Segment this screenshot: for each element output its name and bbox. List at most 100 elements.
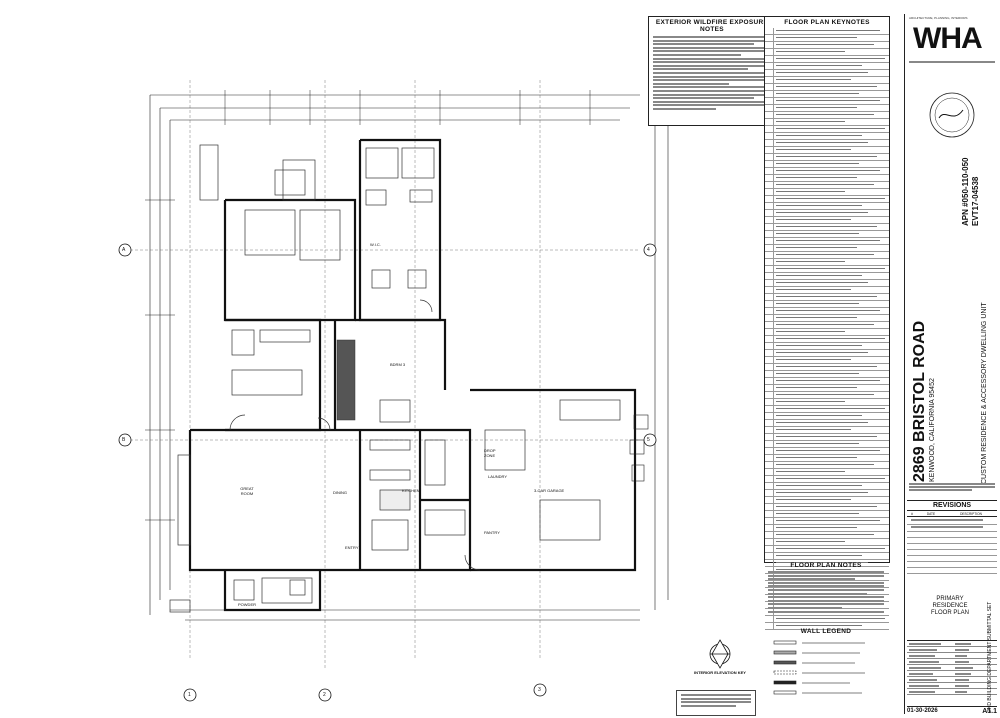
keynote-row xyxy=(765,196,889,203)
keynote-row xyxy=(765,469,889,476)
notes-text-lines xyxy=(649,36,775,110)
keynote-row xyxy=(765,462,889,469)
keynotes-table xyxy=(765,28,889,630)
keynote-row xyxy=(765,259,889,266)
keynote-row xyxy=(765,245,889,252)
revision-row xyxy=(907,550,997,557)
revision-row xyxy=(907,568,997,575)
sheet-footer: 01-30-2026 A1.1 xyxy=(907,706,997,715)
keynote-row xyxy=(765,539,889,546)
floor-plan-notes-title: FLOOR PLAN NOTES xyxy=(790,562,862,569)
sheet-title: PRIMARY RESIDENCE FLOOR PLAN xyxy=(913,596,987,617)
keynote-row xyxy=(765,126,889,133)
exterior-wildfire-notes-title: EXTERIOR WILDFIRE EXPOSURE NOTES xyxy=(655,19,769,33)
keynote-row xyxy=(765,427,889,434)
keynote-row xyxy=(765,455,889,462)
grid-bubble-label: A xyxy=(122,247,126,253)
floor-plan-keynotes-panel: FLOOR PLAN KEYNOTES xyxy=(764,16,890,630)
keynote-row xyxy=(765,280,889,287)
keynote-row xyxy=(765,140,889,147)
grid-bubble-label: 1 xyxy=(188,692,191,698)
keynote-row xyxy=(765,441,889,448)
grid-bubble-label: 3 xyxy=(538,687,541,693)
keynote-row xyxy=(765,525,889,532)
keynote-row xyxy=(765,315,889,322)
keynote-row xyxy=(765,371,889,378)
keynote-row xyxy=(765,210,889,217)
keynote-row xyxy=(765,189,889,196)
keynote-row xyxy=(765,84,889,91)
revision-row xyxy=(907,526,997,533)
keynote-row xyxy=(765,406,889,413)
architect-seal-icon xyxy=(929,92,975,138)
keynote-row xyxy=(765,616,889,623)
floor-plan-notes-panel: FLOOR PLAN NOTES xyxy=(764,560,888,626)
keynote-row xyxy=(765,350,889,357)
keynote-row xyxy=(765,56,889,63)
elevation-symbol-table xyxy=(676,690,756,716)
revision-row xyxy=(907,532,997,539)
keynote-row xyxy=(765,161,889,168)
room-label-great-room: GREAT ROOM xyxy=(240,486,254,496)
keynote-row xyxy=(765,490,889,497)
keynote-row xyxy=(765,301,889,308)
room-label-dining: DINING xyxy=(333,490,347,495)
project-address: 2869 BRISTOL ROAD xyxy=(911,320,928,482)
keynote-row xyxy=(765,420,889,427)
keynote-row xyxy=(765,364,889,371)
keynote-row xyxy=(765,266,889,273)
keynote-row xyxy=(765,385,889,392)
keynote-row xyxy=(765,413,889,420)
keynote-row xyxy=(765,343,889,350)
keynote-row xyxy=(765,63,889,70)
keynote-row xyxy=(765,252,889,259)
keynote-row xyxy=(765,322,889,329)
sheet-title-line: FLOOR PLAN xyxy=(930,610,969,616)
keynote-row xyxy=(765,308,889,315)
keynote-row xyxy=(765,434,889,441)
sheet-number: A1.1 xyxy=(982,707,997,715)
keynote-row xyxy=(765,273,889,280)
keynote-row xyxy=(765,623,889,630)
keynote-row xyxy=(765,553,889,560)
interior-elevation-key-title: INTERIOR ELEVATION KEY xyxy=(694,670,746,675)
keynote-row xyxy=(765,483,889,490)
revision-row xyxy=(907,556,997,563)
room-label-garage: 3-CAR GARAGE xyxy=(534,488,565,493)
project-apn: APN #050-110-050 xyxy=(961,157,970,227)
sheet-title-line: RESIDENCE xyxy=(932,603,968,609)
room-label-wic: W.I.C. xyxy=(370,242,381,247)
room-label-bdrm3: BDRM 3 xyxy=(390,362,406,367)
revisions-title: REVISIONS xyxy=(932,502,972,509)
sheet-date: 01-30-2026 xyxy=(907,708,938,714)
project-description: CUSTOM RESIDENCE & ACCESSORY DWELLING UN… xyxy=(981,302,988,484)
sheet-title-line: PRIMARY xyxy=(936,596,964,602)
grid-bubble-label: 5 xyxy=(647,437,650,443)
keynote-row xyxy=(765,560,889,567)
keynote-row xyxy=(765,203,889,210)
room-label-drop-zone: DROP ZONE xyxy=(484,448,496,458)
keynote-row xyxy=(765,497,889,504)
sheet-meta-table xyxy=(907,640,997,695)
keynote-row xyxy=(765,154,889,161)
revision-row xyxy=(907,538,997,545)
keynote-row xyxy=(765,168,889,175)
room-label-laundry: LAUNDRY xyxy=(488,474,508,479)
keynote-row xyxy=(765,147,889,154)
keynote-row xyxy=(765,574,889,581)
keynote-row xyxy=(765,378,889,385)
keynote-row xyxy=(765,448,889,455)
keynote-row xyxy=(765,70,889,77)
project-permit-number: EVT17-04538 xyxy=(971,176,980,226)
firm-address-lines xyxy=(909,60,995,64)
room-label-pantry: PANTRY xyxy=(484,530,500,535)
firm-logo: WHA xyxy=(913,22,983,55)
keynote-row xyxy=(765,511,889,518)
title-block: ARCHITECTURE, PLANNING, INTERIORS WHA AP… xyxy=(904,14,999,715)
revision-row xyxy=(907,518,997,525)
keynote-row xyxy=(765,532,889,539)
keynote-row xyxy=(765,28,889,35)
keynote-row xyxy=(765,476,889,483)
revisions-header: # DATE DESCRIPTION xyxy=(907,510,997,517)
